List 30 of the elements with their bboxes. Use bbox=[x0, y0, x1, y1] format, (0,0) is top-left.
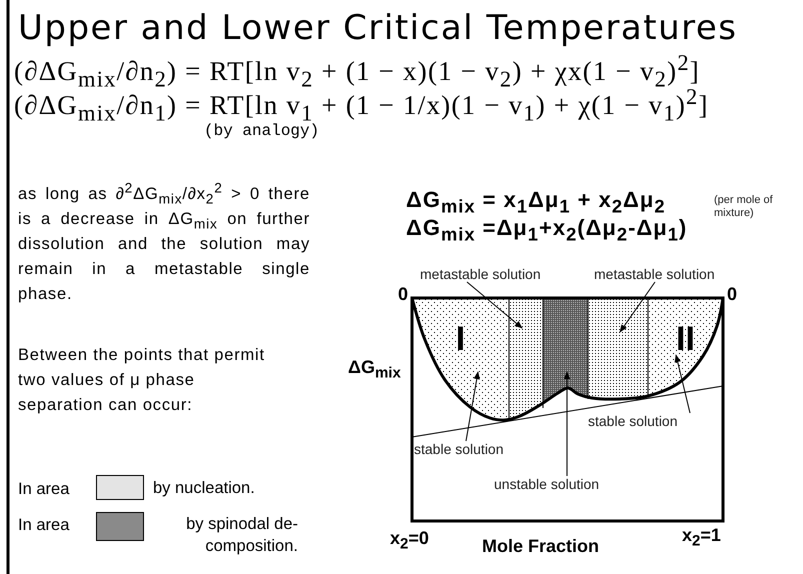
legend-text: by nucleation. bbox=[153, 478, 256, 499]
equation: (∂ΔG$_{mix}$/∂n$_{2}$) = RT[ln v$_{2}$ + (1 − x)(1 − v$_{2}$) + χx(1 − v$_{2}$)$^{2}$] bbox=[14, 56, 700, 87]
leader-line bbox=[466, 371, 480, 442]
axis-value: 0 bbox=[727, 284, 738, 305]
leader-line bbox=[466, 282, 523, 329]
callout-label: metastable solution bbox=[420, 266, 541, 282]
callout-label: metastable solution bbox=[594, 266, 715, 282]
leader-line bbox=[564, 371, 570, 476]
callout-label: stable solution bbox=[588, 413, 678, 429]
equation: ΔG$_{mix}$ =Δμ$_{1}$+x$_{2}$(Δμ$_{2}$-Δμ$_{1}$) bbox=[406, 215, 688, 241]
text-label: In area bbox=[18, 479, 70, 500]
equation: ΔG$_{mix}$ = x$_{1}$Δμ$_{1}$ + x$_{2}$Δμ$_{2}$ bbox=[406, 187, 666, 213]
axis-value: x$_{2}$=0 bbox=[390, 528, 429, 549]
text-label: In area bbox=[18, 515, 70, 536]
paragraph: as long as ∂$^{2}$ΔG$_{mix}$/∂x$_{2}$$^{2}$ > 0 there is a decrease in ΔG$_{mix}$ on further dissolution and the solution may remain in a metastable single phase. bbox=[18, 182, 310, 305]
legend-text: by spinodal de- composition. bbox=[185, 514, 298, 557]
equation: (∂ΔG$_{mix}$/∂n$_{1}$) = RT[ln v$_{1}$ + (1 − 1/x)(1 − v$_{1}$) + χ(1 − v$_{1}$)$^{2}$] bbox=[14, 90, 709, 121]
note: (by analogy) bbox=[204, 122, 320, 140]
diagram-title: Upper and Lower Critical Temperatures bbox=[18, 8, 738, 48]
axis-title: ΔG$_{mix}$ bbox=[348, 357, 401, 378]
note: (per mole of mixture) bbox=[714, 194, 774, 220]
axis-value: x$_{2}$=1 bbox=[682, 525, 721, 546]
axis-value: 0 bbox=[398, 284, 408, 305]
leader-line bbox=[674, 354, 690, 414]
leader-line bbox=[620, 282, 656, 333]
paragraph: Between the points that permit two values of μ phase separation can occur: bbox=[18, 345, 266, 416]
axis-title: Mole Fraction bbox=[482, 536, 600, 557]
callout-label: unstable solution bbox=[494, 476, 600, 492]
metastable-region bbox=[509, 298, 543, 418]
callout-label: stable solution bbox=[414, 441, 504, 457]
